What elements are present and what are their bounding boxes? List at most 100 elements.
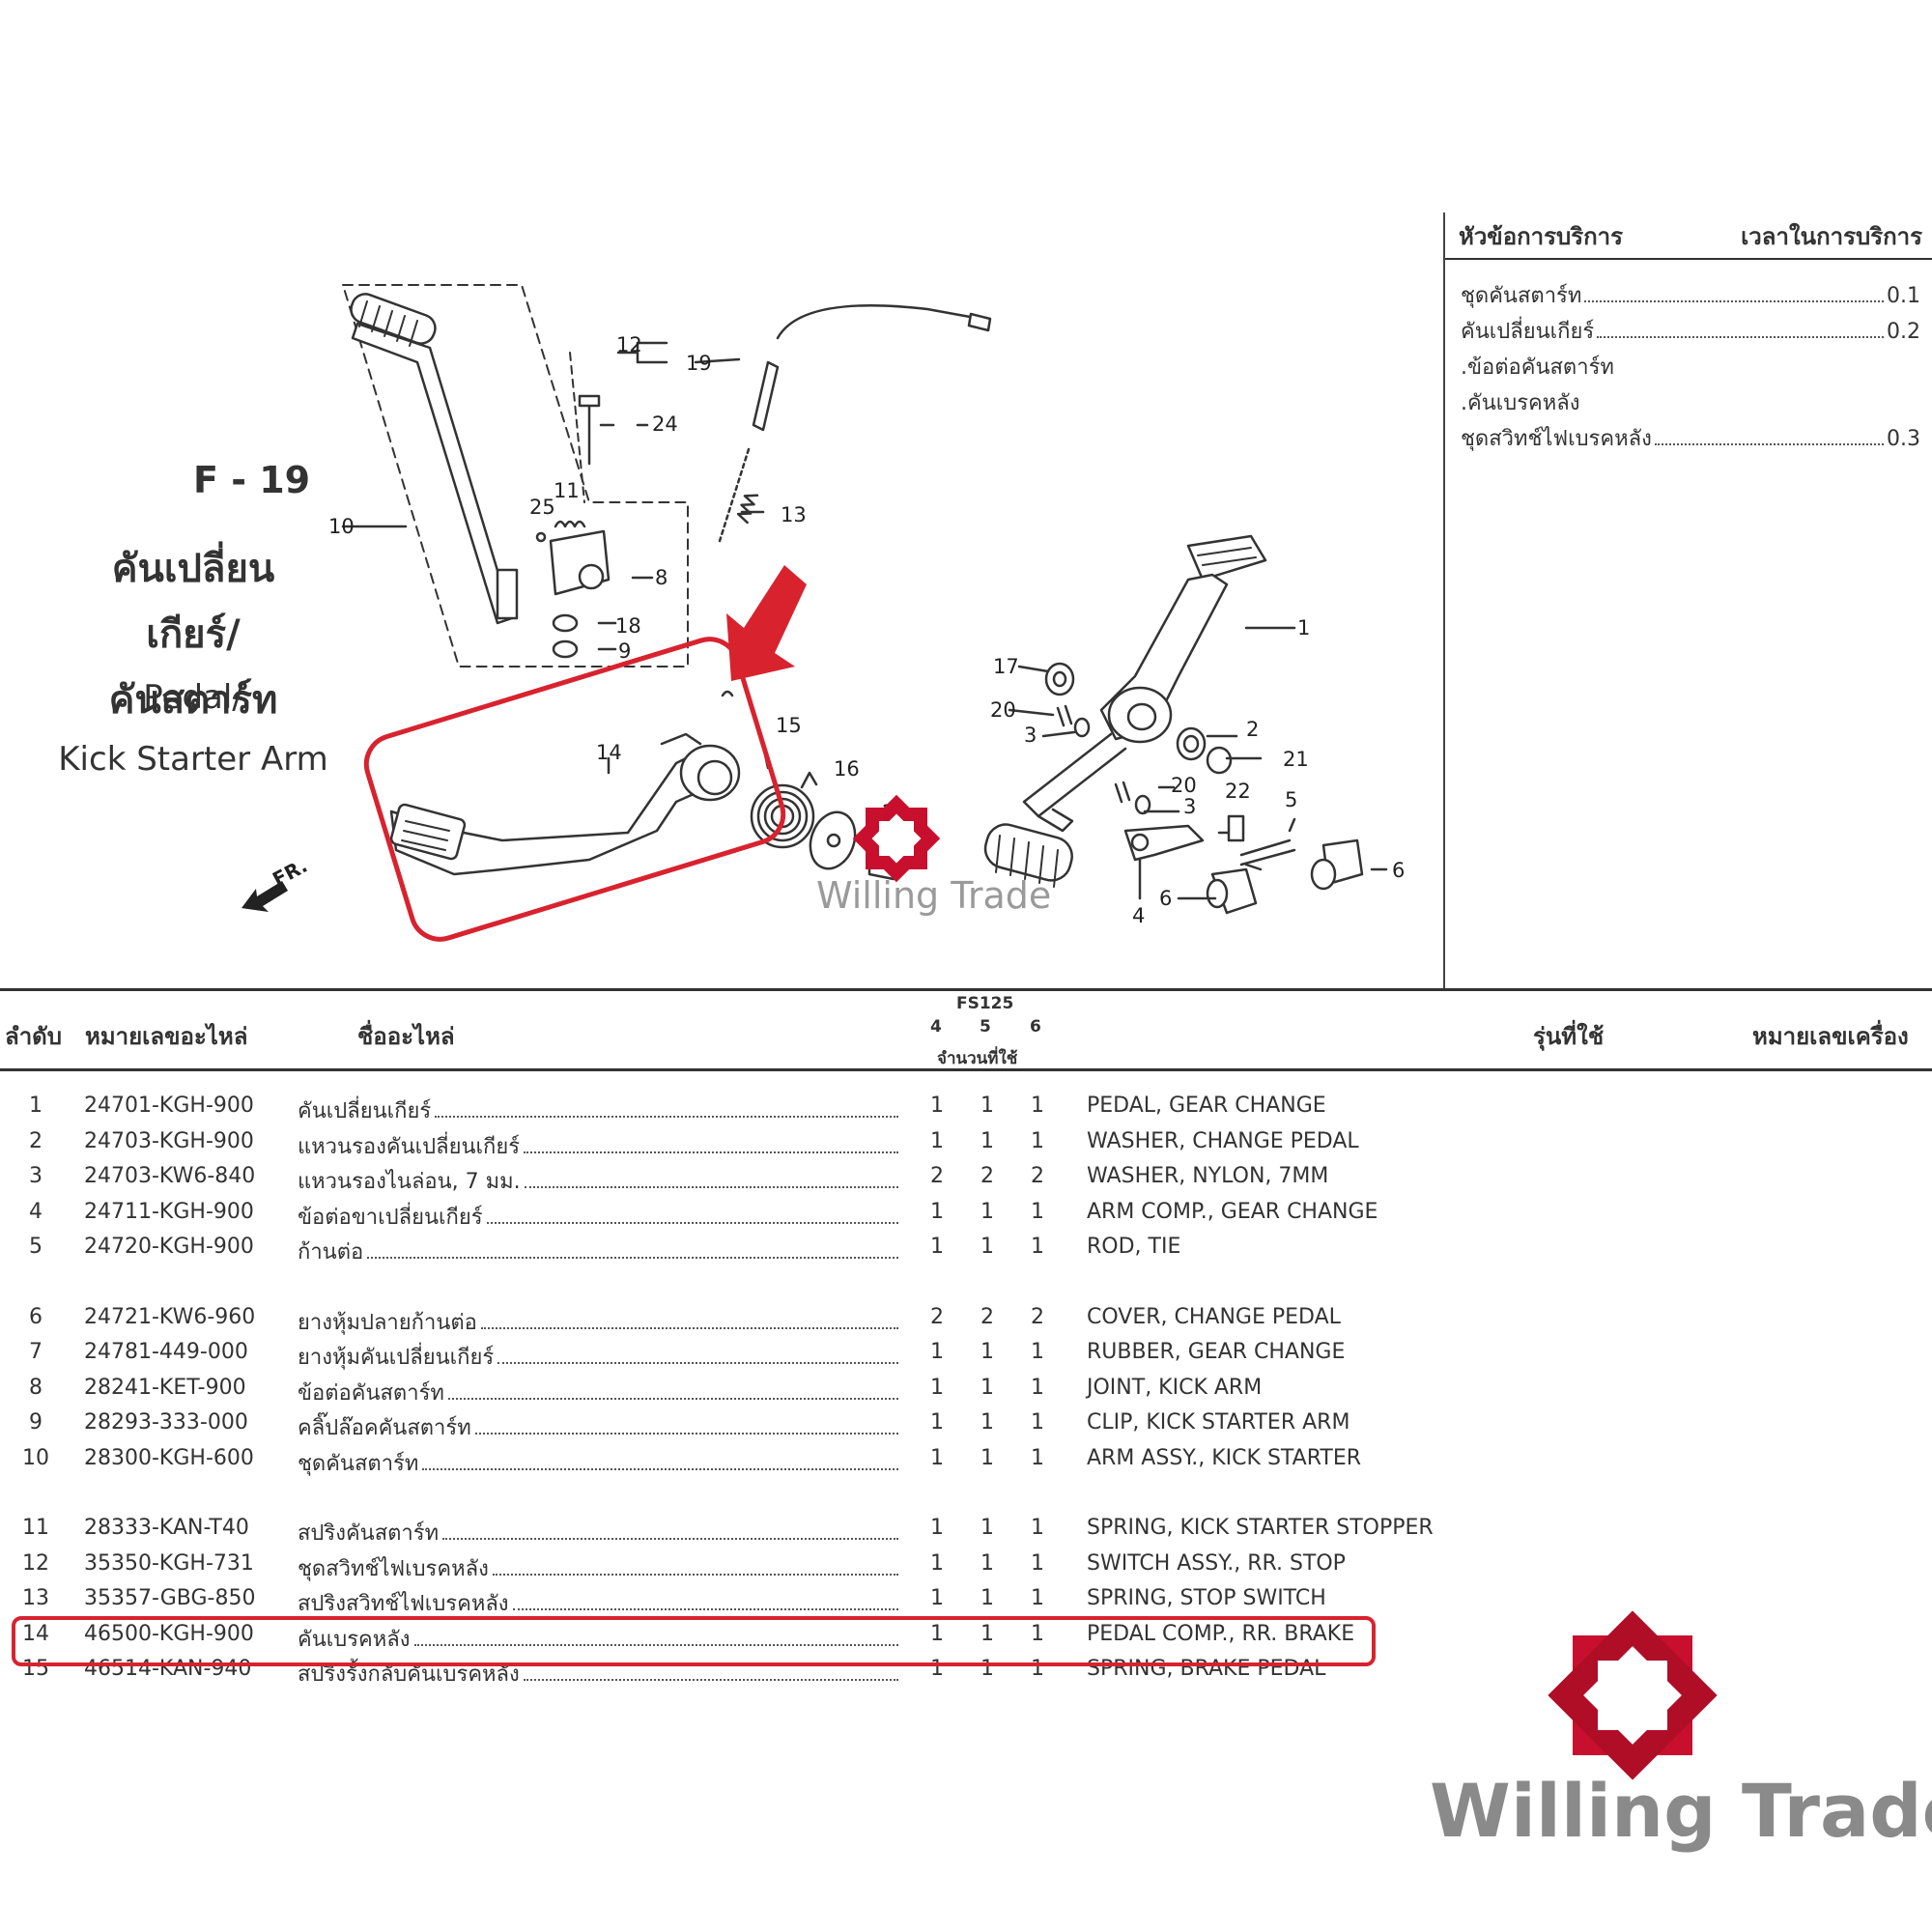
row-part-name-thai: คันเปลี่ยนเกียร์	[298, 1094, 900, 1127]
row-qty-5: 1	[980, 1235, 994, 1259]
row-index: 2	[29, 1128, 43, 1153]
row-qty-4: 2	[930, 1304, 944, 1329]
col-header-applicable-model: รุ่นที่ใช้	[1533, 1023, 1605, 1050]
callout-3a: 3	[1024, 724, 1037, 747]
service-item: ชุดคันสตาร์ท 0.1	[1461, 278, 1920, 314]
row-qty-5: 1	[980, 1128, 994, 1153]
service-item-time: 0.2	[1887, 320, 1920, 344]
table-row: 1 24701-KGH-900 คันเปลี่ยนเกียร์ 1 1 1 P…	[0, 1094, 1932, 1129]
row-qty-5: 1	[980, 1550, 994, 1576]
row-part-name-english: CLIP, KICK STARTER ARM	[1087, 1410, 1350, 1435]
service-item: คันเปลี่ยนเกียร์ 0.2	[1461, 314, 1920, 350]
row-part-number: 24701-KGH-900	[84, 1094, 254, 1118]
figure-title-english: Pedal/ Kick Starter Arm	[53, 667, 333, 790]
row-qty-6: 1	[1031, 1375, 1044, 1400]
row-qty-4: 1	[930, 1128, 944, 1153]
row-part-name-english: SWITCH ASSY., RR. STOP	[1087, 1550, 1346, 1576]
row-qty-5: 2	[980, 1164, 994, 1188]
row-qty-5: 1	[980, 1621, 994, 1646]
row-qty-4: 1	[930, 1586, 944, 1610]
row-part-number: 24721-KW6-960	[84, 1304, 256, 1329]
service-item-label: คันเปลี่ยนเกียร์	[1461, 320, 1595, 344]
row-index: 12	[22, 1550, 49, 1576]
row-qty-6: 1	[1031, 1516, 1044, 1540]
callout-9: 9	[618, 639, 631, 663]
row-part-number: 46514-KAN-940	[84, 1657, 252, 1681]
row-qty-5: 1	[980, 1586, 994, 1610]
row-qty-6: 1	[1031, 1199, 1044, 1224]
row-qty-6: 1	[1031, 1445, 1044, 1470]
row-part-number: 35357-GBG-850	[84, 1586, 256, 1610]
row-qty-4: 1	[930, 1094, 944, 1118]
callout-6a: 6	[1392, 859, 1405, 882]
gear-rubber-drawing	[983, 823, 1073, 888]
callout-11: 11	[554, 479, 580, 502]
service-time-heading: เวลาในการบริการ	[1741, 223, 1922, 250]
row-qty-4: 1	[930, 1375, 944, 1400]
kick-starter-arm-drawing	[350, 293, 519, 625]
row-qty-4: 2	[930, 1164, 944, 1188]
service-item: .คันเบรคหลัง	[1461, 385, 1920, 421]
service-item-label: ชุดสวิทช์ไฟเบรคหลัง	[1461, 427, 1652, 451]
row-qty-4: 1	[930, 1550, 944, 1576]
row-part-number: 24703-KGH-900	[84, 1128, 254, 1153]
row-qty-5: 1	[980, 1445, 994, 1470]
table-row-highlighted: 14 46500-KGH-900 คันเบรคหลัง 1 1 1 PEDAL…	[0, 1622, 1932, 1658]
callout-13: 13	[781, 503, 807, 526]
callout-25: 25	[529, 496, 555, 519]
row-part-number: 24711-KGH-900	[84, 1199, 254, 1224]
callout-3b: 3	[1183, 795, 1196, 818]
row-part-name-thai: แหวนรองไนล่อน, 7 มม.	[298, 1164, 900, 1198]
figure-title-english-line1: Pedal/	[143, 678, 243, 717]
col-header-model: FS125	[956, 994, 1014, 1013]
row-index: 14	[22, 1621, 49, 1646]
watermark-logo-large	[1548, 1610, 1718, 1780]
table-row: 6 24721-KW6-960 ยางหุ้มปลายก้านต่อ 2 2 2…	[0, 1305, 1932, 1341]
row-qty-4: 1	[930, 1516, 944, 1540]
row-part-number: 24720-KGH-900	[84, 1235, 254, 1259]
table-row: 7 24781-449-000 ยางหุ้มคันเปลี่ยนเกียร์ …	[0, 1340, 1932, 1376]
service-item-time: 0.1	[1887, 284, 1920, 308]
front-direction-arrow: FR.	[242, 854, 311, 912]
row-part-name-english: SPRING, KICK STARTER STOPPER	[1087, 1516, 1434, 1540]
callout-1: 1	[1297, 616, 1310, 639]
callout-19: 19	[686, 352, 712, 375]
col-header-part-number: หมายเลขอะไหล่	[85, 1023, 248, 1050]
highlight-row-box	[12, 1616, 1376, 1666]
callout-15: 15	[776, 714, 802, 737]
row-qty-6: 1	[1031, 1340, 1044, 1364]
watermark-text-large: Willing Trade	[1430, 1768, 1932, 1854]
row-qty-6: 1	[1031, 1586, 1044, 1610]
row-part-name-english: WASHER, NYLON, 7MM	[1087, 1164, 1329, 1188]
row-qty-6: 1	[1031, 1410, 1044, 1435]
table-row: 9 28293-333-000 คลิ๊ปล๊อคคันสตาร์ท 1 1 1…	[0, 1410, 1932, 1446]
row-qty-4: 1	[930, 1445, 944, 1470]
service-header-rule	[1445, 258, 1932, 260]
table-header-rule	[0, 1068, 1932, 1071]
col-header-type-4: 4	[930, 1017, 942, 1037]
row-qty-4: 1	[930, 1621, 944, 1646]
figure-title-thai: คันเปลี่ยนเกียร์/ คันสตาร์ท	[68, 536, 319, 733]
row-index: 13	[22, 1586, 49, 1610]
table-row: 11 28333-KAN-T40 สปริงคันสตาร์ท 1 1 1 SP…	[0, 1516, 1932, 1551]
row-index: 10	[22, 1445, 49, 1470]
figure-title-thai-line1: คันเปลี่ยนเกียร์/	[111, 547, 275, 657]
row-index: 8	[29, 1375, 43, 1400]
row-part-name-english: SPRING, BRAKE PEDAL	[1087, 1657, 1326, 1681]
callout-14: 14	[596, 741, 622, 764]
row-part-name-english: RUBBER, GEAR CHANGE	[1087, 1340, 1346, 1364]
row-qty-5: 1	[980, 1516, 994, 1540]
exploded-parts-diagram: 1 2 3 3 4 5 6 6 8 9 10 11 12 13 14 15 16…	[242, 284, 1405, 942]
figure-title-thai-line2: คันสตาร์ท	[108, 678, 278, 723]
row-qty-5: 1	[980, 1094, 994, 1118]
callout-12: 12	[616, 333, 642, 356]
col-header-quantity: จำนวนที่ใช้	[937, 1049, 1018, 1068]
row-part-number: 28241-KET-900	[84, 1375, 246, 1400]
row-part-name-thai: ชุดสวิทช์ไฟเบรคหลัง	[298, 1551, 900, 1585]
row-part-number: 28300-KGH-600	[84, 1445, 254, 1470]
table-top-rule	[0, 988, 1932, 991]
row-part-number: 24703-KW6-840	[84, 1164, 256, 1188]
row-part-name-english: JOINT, KICK ARM	[1087, 1375, 1263, 1400]
service-topic-heading: หัวข้อการบริการ	[1459, 223, 1624, 250]
row-index: 15	[22, 1657, 49, 1681]
